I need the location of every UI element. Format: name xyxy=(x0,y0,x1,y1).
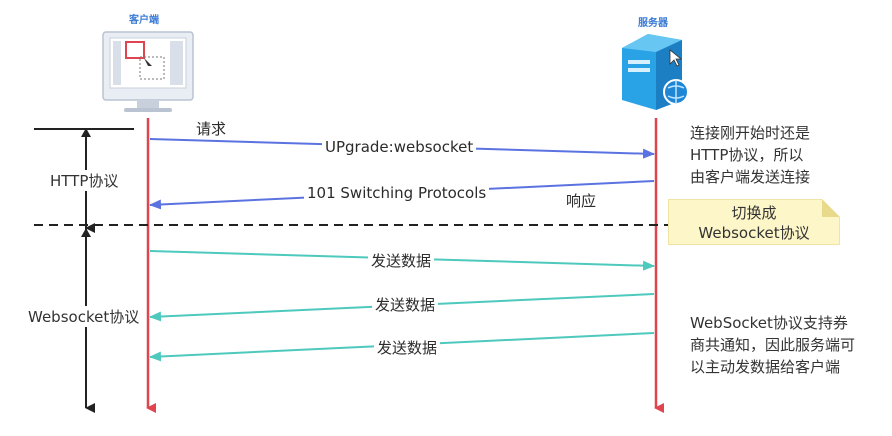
server-title: 服务器 xyxy=(638,18,668,29)
phase-axis-mid-cap xyxy=(81,228,91,237)
websocket-note-line: WebSocket协议支持券 xyxy=(690,314,848,332)
switch-note-line: Websocket协议 xyxy=(698,224,810,242)
switch-note: 切换成 Websocket协议 xyxy=(668,199,840,245)
switch-note-line: 切换成 xyxy=(731,204,777,222)
http-note-line: 由客户端发送连接 xyxy=(690,168,811,186)
server-icon xyxy=(622,34,689,110)
websocket-note-line: 以主动发数据给客户端 xyxy=(690,358,841,376)
response-label: 响应 xyxy=(566,192,597,210)
websocket-note-line: 商共通知，因此服务端可 xyxy=(690,336,856,354)
send-data-label-2: 发送数据 xyxy=(372,294,439,315)
request-label: 请求 xyxy=(196,120,227,138)
send-data-label-3: 发送数据 xyxy=(374,337,441,358)
websocket-note: WebSocket协议支持券 商共通知，因此服务端可 以主动发数据给客户端 xyxy=(690,312,880,378)
phase-axis-top-cap xyxy=(81,128,91,137)
websocket-phase-label: Websocket协议 xyxy=(26,306,142,327)
client-title: 客户端 xyxy=(129,15,159,26)
upgrade-label: UPgrade:websocket xyxy=(322,138,477,156)
switching-label: 101 Switching Protocols xyxy=(304,184,490,202)
http-note-line: HTTP协议，所以 xyxy=(690,146,804,164)
monitor-icon xyxy=(102,31,194,112)
http-phase-label: HTTP协议 xyxy=(48,170,121,191)
send-data-label-1: 发送数据 xyxy=(368,250,435,271)
http-note-line: 连接刚开始时还是 xyxy=(690,124,811,142)
note-fold-corner xyxy=(822,199,840,217)
http-note: 连接刚开始时还是 HTTP协议，所以 由客户端发送连接 xyxy=(690,122,860,188)
